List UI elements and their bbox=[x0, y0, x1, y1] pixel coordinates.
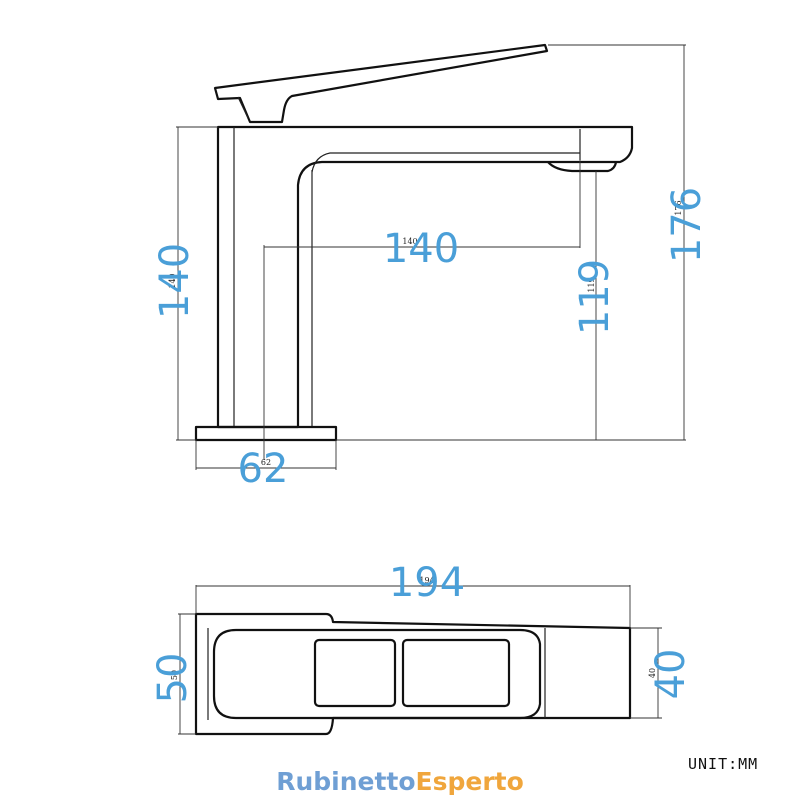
faucet-side-view bbox=[194, 43, 634, 442]
unit-label: UNIT:MM bbox=[688, 755, 758, 773]
top-outline bbox=[194, 612, 632, 736]
label-total-length: 194 bbox=[389, 560, 465, 606]
tiny-spout-width: 40 bbox=[648, 668, 657, 678]
label-total-height: 176 bbox=[664, 187, 710, 263]
label-handle-width: 50 bbox=[150, 653, 196, 704]
label-spout-width: 40 bbox=[648, 649, 694, 700]
tiny-handle-width: 50 bbox=[170, 670, 179, 680]
faucet-body bbox=[216, 125, 634, 429]
aerator bbox=[547, 161, 618, 173]
tiny-spout-reach: 140 bbox=[402, 237, 417, 246]
top-lever-outline bbox=[212, 628, 542, 720]
lever-handle bbox=[213, 43, 549, 124]
label-base-width: 62 bbox=[238, 446, 289, 492]
tiny-base-width: 62 bbox=[261, 458, 271, 467]
spout-inner-curve bbox=[311, 152, 580, 173]
faucet-top-view bbox=[194, 612, 632, 736]
brand-logo-part2: Esperto bbox=[416, 767, 524, 796]
side-dimension-lines bbox=[176, 44, 686, 470]
tiny-total-height: 176 bbox=[674, 200, 683, 215]
base-plate bbox=[194, 425, 338, 442]
top-window-right bbox=[401, 638, 511, 708]
top-window-left bbox=[313, 638, 397, 708]
tiny-body-height: 140 bbox=[168, 273, 177, 288]
tiny-total-length: 194 bbox=[419, 576, 434, 585]
brand-logo: RubinettoEsperto bbox=[276, 767, 524, 796]
label-spout-reach: 140 bbox=[383, 226, 459, 272]
tiny-spout-height: 119 bbox=[587, 277, 596, 292]
label-body-height: 140 bbox=[152, 243, 198, 319]
lever-detail bbox=[237, 96, 249, 119]
brand-logo-part1: Rubinetto bbox=[276, 767, 415, 796]
label-spout-height: 119 bbox=[572, 259, 618, 335]
top-dimension-lines bbox=[178, 585, 662, 735]
